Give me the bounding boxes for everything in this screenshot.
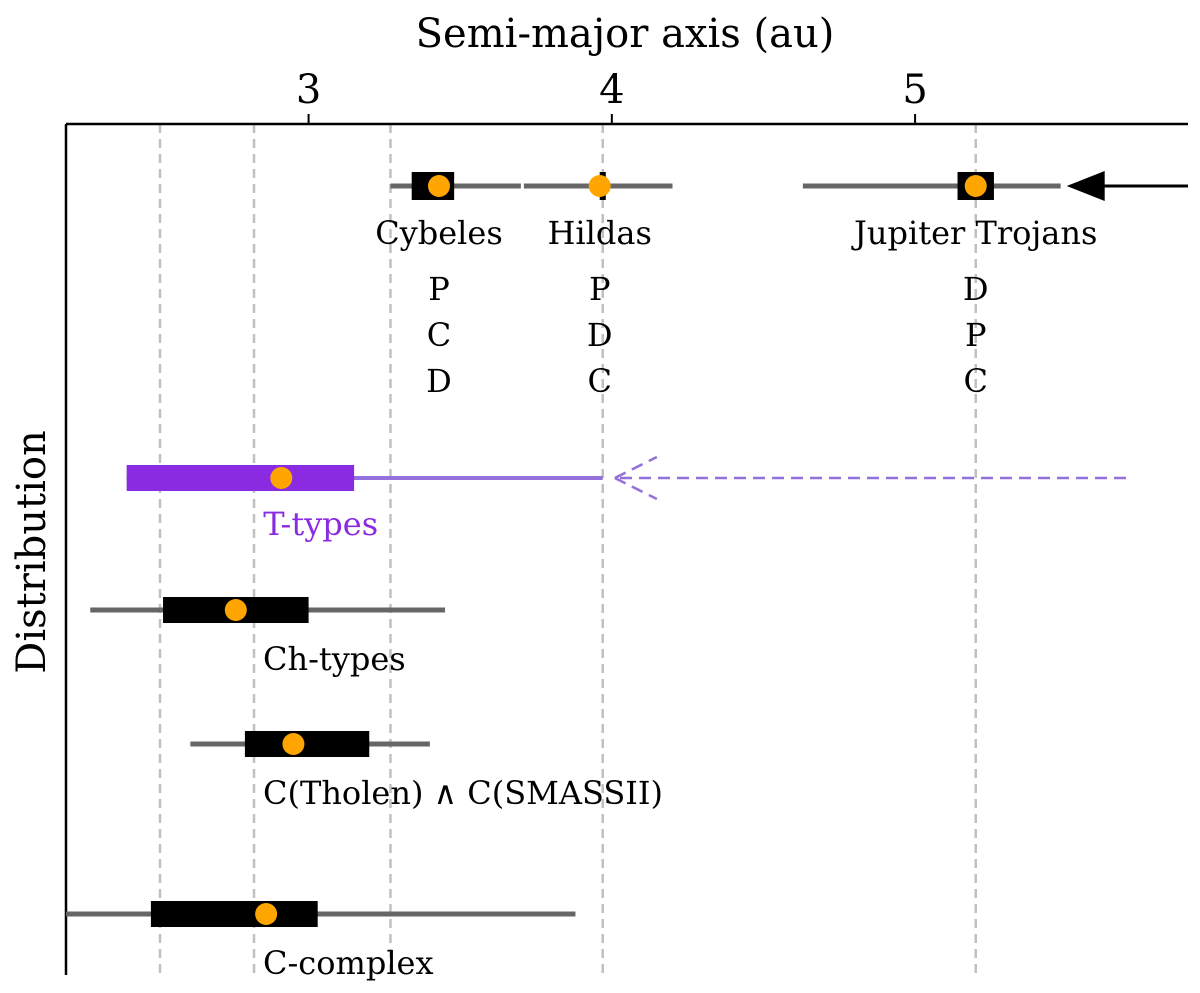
series-label: T-types xyxy=(263,505,378,543)
row-c-complex: C-complex xyxy=(66,901,576,982)
taxonomy-label: C xyxy=(587,362,611,400)
series-label: Cybeles xyxy=(375,214,503,252)
series-label: Hildas xyxy=(548,214,652,252)
series-label: Jupiter Trojans xyxy=(851,214,1097,252)
median-marker xyxy=(255,903,278,925)
x-tick-label-5: 5 xyxy=(902,67,927,113)
median-marker xyxy=(964,175,987,197)
reference-lines xyxy=(158,124,977,975)
row-t-types: T-types xyxy=(126,465,603,543)
median-marker xyxy=(270,467,293,489)
annotation-arrows xyxy=(614,171,1188,501)
x-axis-title: Semi-major axis (au) xyxy=(416,11,835,57)
y-axis-title: Distribution xyxy=(9,430,55,673)
median-marker xyxy=(427,175,450,197)
median-marker xyxy=(588,175,611,197)
box xyxy=(150,901,318,927)
row-ch-types: Ch-types xyxy=(90,597,446,678)
taxonomy-label: P xyxy=(428,270,450,308)
taxonomy-label: P xyxy=(965,316,987,354)
series-label: C-complex xyxy=(263,944,434,982)
taxonomy-label: D xyxy=(426,362,452,400)
median-marker xyxy=(282,733,305,755)
x-tick-label-3: 3 xyxy=(296,67,321,113)
taxonomy-label: D xyxy=(963,270,989,308)
box xyxy=(126,465,355,491)
taxonomy-label: C xyxy=(963,362,987,400)
arrow-solid-head xyxy=(1066,171,1105,201)
row-c-tholen-c-smassii-: C(Tholen) ∧ C(SMASSII) xyxy=(190,731,663,812)
arrow-dashed-head-lower xyxy=(614,476,658,501)
taxonomy-label: C xyxy=(427,316,451,354)
box xyxy=(244,731,370,757)
series-label: C(Tholen) ∧ C(SMASSII) xyxy=(263,774,663,812)
x-tick-label-4: 4 xyxy=(599,67,624,113)
arrow-dashed-head-upper xyxy=(614,455,658,480)
taxonomy-label: P xyxy=(589,270,611,308)
median-marker xyxy=(224,599,247,621)
taxonomy-label: D xyxy=(587,316,613,354)
series-label: Ch-types xyxy=(263,640,406,678)
x-axis: 3 4 5 xyxy=(64,67,1188,975)
